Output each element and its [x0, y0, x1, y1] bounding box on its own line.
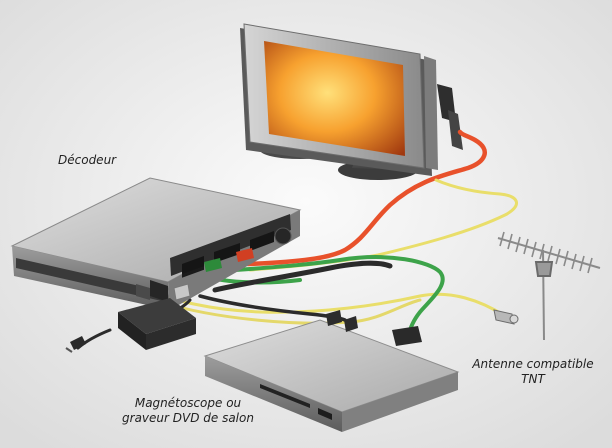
decoder-plugs: [173, 248, 254, 301]
antenna-label: Antenne compatible TNT: [458, 357, 608, 387]
decoder-box-icon: [10, 177, 302, 310]
television-icon: [240, 23, 438, 180]
dvd-recorder-icon: [203, 310, 460, 432]
scart-plug-icon: [437, 84, 463, 150]
antenna-label-line1: Antenne compatible: [472, 357, 594, 371]
decoder-label-text: Décodeur: [58, 153, 117, 167]
antenna-label-line2: TNT: [521, 372, 545, 386]
antenna-icon: [497, 231, 601, 341]
power-adapter-icon: [65, 298, 196, 353]
recorder-label-line1: Magnétoscope ou: [134, 396, 242, 410]
tv-screen: [264, 41, 405, 156]
recorder-label-line2: graveur DVD de salon: [122, 411, 254, 425]
recorder-label: Magnétoscope ou graveur DVD de salon: [88, 396, 288, 426]
coax-plug-icon: [493, 309, 519, 325]
decoder-label: Décodeur: [58, 153, 116, 168]
